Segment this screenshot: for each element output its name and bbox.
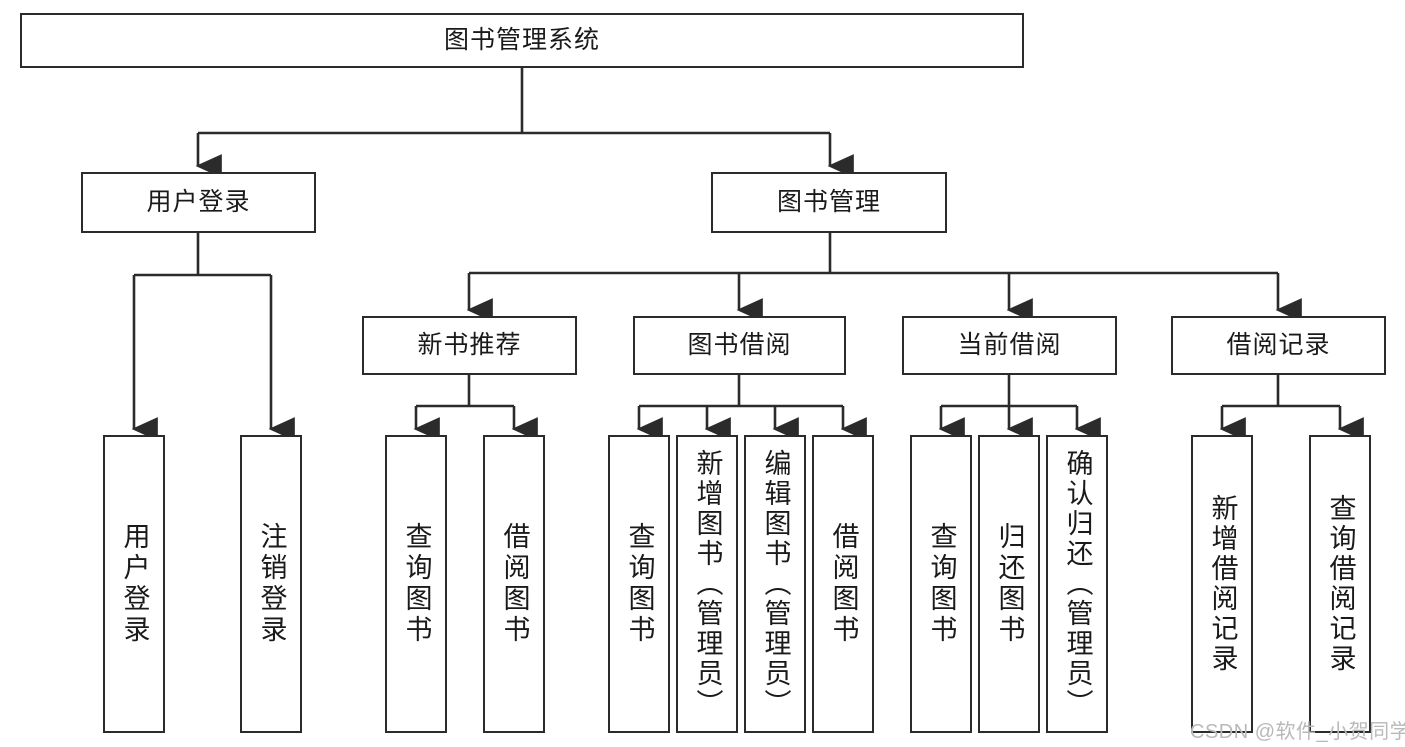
csdn-watermark: CSDN @软件_小贺同学: [1190, 721, 1405, 743]
leaf-recommend-borrow-book[interactable]: 借阅图书: [483, 435, 545, 733]
node-label: 新增图书（管理员）: [692, 449, 723, 719]
leaf-current-return-book[interactable]: 归还图书: [978, 435, 1040, 733]
node-label: 借阅图书: [499, 522, 530, 646]
node-label: 借阅记录: [1226, 331, 1331, 360]
node-label: 图书借阅: [687, 331, 792, 360]
leaf-current-confirm-return-admin[interactable]: 确认归还（管理员）: [1046, 435, 1108, 733]
node-label: 新书推荐: [417, 331, 522, 360]
leaf-record-add-borrow-record[interactable]: 新增借阅记录: [1191, 435, 1253, 733]
node-book-management[interactable]: 图书管理: [711, 172, 947, 233]
node-label: 查询借阅记录: [1325, 494, 1356, 674]
leaf-user-login-signout[interactable]: 注销登录: [240, 435, 302, 733]
node-label: 当前借阅: [957, 331, 1062, 360]
node-label: 图书管理: [776, 188, 881, 217]
node-label: 用户登录: [119, 522, 150, 646]
node-root-library-system[interactable]: 图书管理系统: [20, 13, 1024, 68]
node-current-borrow[interactable]: 当前借阅: [902, 316, 1117, 375]
leaf-user-login-signin[interactable]: 用户登录: [103, 435, 165, 733]
node-label: 借阅图书: [828, 522, 859, 646]
leaf-borrow-borrow-book[interactable]: 借阅图书: [812, 435, 874, 733]
node-label: 查询图书: [401, 522, 432, 646]
node-label: 查询图书: [624, 522, 655, 646]
leaf-recommend-query-book[interactable]: 查询图书: [385, 435, 447, 733]
node-label: 归还图书: [994, 522, 1025, 646]
node-new-book-recommend[interactable]: 新书推荐: [362, 316, 577, 375]
leaf-borrow-edit-book-admin[interactable]: 编辑图书（管理员）: [744, 435, 806, 733]
node-book-borrow[interactable]: 图书借阅: [633, 316, 846, 375]
node-label: 新增借阅记录: [1207, 494, 1238, 674]
node-user-login[interactable]: 用户登录: [81, 172, 316, 233]
leaf-current-query-book[interactable]: 查询图书: [910, 435, 972, 733]
leaf-record-query-borrow-record[interactable]: 查询借阅记录: [1309, 435, 1371, 733]
leaf-borrow-add-book-admin[interactable]: 新增图书（管理员）: [676, 435, 738, 733]
node-label: 编辑图书（管理员）: [760, 449, 791, 719]
node-borrow-record[interactable]: 借阅记录: [1171, 316, 1386, 375]
node-label: 用户登录: [146, 188, 251, 217]
node-label: 注销登录: [256, 522, 287, 646]
node-label: 图书管理系统: [443, 26, 600, 55]
node-label: 查询图书: [926, 522, 957, 646]
leaf-borrow-query-book[interactable]: 查询图书: [608, 435, 670, 733]
node-label: 确认归还（管理员）: [1062, 449, 1093, 719]
